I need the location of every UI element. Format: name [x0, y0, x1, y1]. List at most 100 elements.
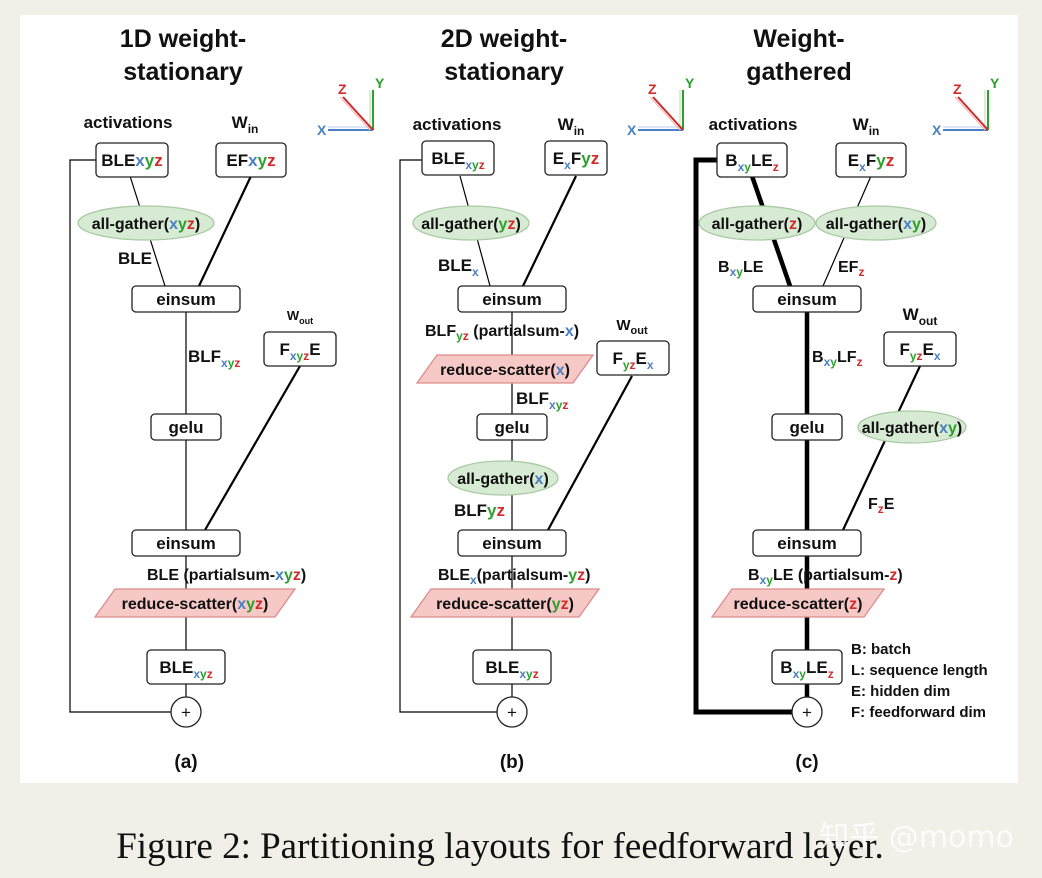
panel-a-einsum-1: [131, 285, 241, 313]
panel-b-win-label: Win​: [558, 115, 585, 138]
panel-a-activations-label: activations: [84, 113, 173, 132]
panel-a-wout-box: [263, 331, 337, 367]
panel-c-activations-box-label: Bxy​LEz​: [725, 151, 778, 174]
panel-b-title: stationary: [444, 58, 564, 86]
panel-c-label: (c): [795, 752, 818, 773]
panel-c-all-gather-activations-label: all-gather(z): [712, 216, 803, 233]
panel-c-all-gather-wout-label: all-gather(xy): [862, 420, 962, 437]
panel-a-add-icon: [170, 696, 202, 728]
panel-b-edge-ble: BLEx​: [438, 256, 479, 279]
panel-a-wout-box-label: Fxyz​E: [279, 340, 320, 363]
panel-b-activations-label: activations: [413, 115, 502, 134]
panel-a-output-box-label: BLExyz​: [159, 658, 212, 681]
panel-c-einsum-2: [752, 529, 862, 557]
panel-c-gelu-label: gelu: [790, 418, 825, 437]
panel-c-win-box-label: Ex​Fyz: [848, 151, 894, 174]
panel-b-output-box-label: BLExyz​: [485, 658, 538, 681]
z-axis-icon: [342, 96, 374, 131]
panel-c-activations-label: activations: [709, 115, 798, 134]
panel-c-edge-efz: EFz​: [838, 259, 864, 279]
z-axis-icon: [652, 96, 684, 131]
panel-b-win-box-label: Ex​Fyz: [553, 149, 599, 172]
panel-b-all-gather-2: [447, 460, 559, 496]
panel-a-win-label: Win​: [232, 113, 259, 136]
panel-a-einsum-1-label: einsum: [156, 290, 216, 309]
panel-a-edge-partialsum: BLE (partialsum-xyz): [147, 567, 306, 584]
panel-c-add-icon-label: +: [802, 703, 812, 722]
panel-b-reduce-scatter-1: [415, 354, 595, 384]
panel-b-add-icon-label: +: [507, 703, 517, 722]
panel-a-residual-line: [69, 159, 171, 713]
panel-b-gelu-label: gelu: [495, 418, 530, 437]
panel-b-reduce-scatter-2: [409, 588, 601, 618]
panel-a-edge-blf: BLFxyz​: [188, 347, 240, 370]
panel-a-all-gather: [77, 205, 215, 241]
panel-a-reduce-scatter-label: reduce-scatter(xyz): [122, 596, 269, 613]
z-axis-shadow-icon: [339, 96, 371, 131]
panel-b-label: (b): [500, 752, 524, 773]
panel-b-all-gather-label: all-gather(yz): [421, 216, 521, 233]
panel-b-wout-edge: [547, 375, 633, 531]
panel-c-activations-box: [716, 142, 788, 178]
x-axis-label: X: [627, 122, 637, 138]
panel-a-gelu-label: gelu: [169, 418, 204, 437]
y-axis-label: Y: [375, 75, 385, 91]
panel-c-edge-bxylfz: Bxy​LFz​: [812, 349, 862, 369]
panel-b-add-icon: [496, 696, 528, 728]
panel-c-wout-edge: [842, 365, 921, 531]
panel-a-edge-ble: BLE: [118, 249, 152, 268]
panel-a-einsum-2-label: einsum: [156, 534, 216, 553]
panel-c-einsum-1: [752, 285, 862, 313]
panel-b-edge-blfyz: BLFyz: [454, 501, 505, 520]
x-axis-label: X: [932, 122, 942, 138]
panel-b-win-box: [544, 140, 608, 176]
panel-a-win-box: [215, 142, 287, 178]
panel-c-all-gather-activations: [698, 205, 816, 241]
panel-c-edge-bxyle: Bxy​LE: [718, 259, 764, 279]
panel-b-reduce-scatter-2-label: reduce-scatter(yz): [436, 596, 574, 613]
x-axis-label: X: [317, 122, 327, 138]
legend-item: F: feedforward dim: [851, 704, 986, 721]
y-axis-label: Y: [685, 75, 695, 91]
panel-c-edge-partialsum: Bxy​LE (partialsum-z): [748, 567, 903, 587]
panel-a-einsum-2: [131, 529, 241, 557]
panel-a-reduce-scatter: [93, 588, 297, 618]
panel-b-wout-label: Wout​: [616, 317, 648, 337]
panel-c-title: gathered: [746, 58, 852, 86]
panel-c-add-icon: [791, 696, 823, 728]
z-axis-label: Z: [953, 81, 962, 97]
panel-c-all-gather-wout: [857, 410, 967, 444]
panel-b-edge-partialsum-x: BLFyz​ (partialsum-x): [425, 323, 579, 343]
z-axis-icon: [957, 96, 989, 131]
panel-b-all-gather: [412, 205, 530, 241]
panel-a-gelu: [150, 413, 222, 441]
panel-a-output-box: [146, 649, 226, 685]
panel-b-einsum-2: [457, 529, 567, 557]
panel-c-reduce-scatter: [710, 588, 886, 618]
panel-c-win-label: Win​: [853, 115, 880, 138]
panel-b-gelu: [476, 413, 548, 441]
panel-c-wout-box: [883, 331, 957, 367]
panel-b-title: 2D weight-: [441, 25, 567, 53]
panel-b-wout-box: [596, 340, 670, 376]
panel-b-all-gather-2-label: all-gather(x): [457, 471, 549, 488]
panel-b-einsum-1: [457, 285, 567, 313]
legend-item: B: batch: [851, 641, 911, 658]
panel-c-edge-fze: Fz​E: [868, 496, 895, 516]
legend-item: E: hidden dim: [851, 683, 950, 700]
y-axis-label: Y: [990, 75, 1000, 91]
panel-a-all-gather-label: all-gather(xyz): [92, 216, 200, 233]
panel-c-wout-label: Wout​: [903, 305, 938, 328]
watermark: 知乎 @momo: [819, 820, 1014, 855]
panel-c-wout-box-label: Fyz​Ex​: [899, 340, 940, 363]
panel-c-title: Weight-: [753, 25, 844, 53]
panel-b-edge-blfxyz: BLFxyz​: [516, 389, 568, 412]
panel-a-title: 1D weight-: [120, 25, 246, 53]
z-axis-label: Z: [648, 81, 657, 97]
panel-c-reduce-scatter-label: reduce-scatter(z): [734, 596, 863, 613]
panel-a-label: (a): [174, 752, 197, 773]
panel-c-all-gather-win: [815, 205, 937, 241]
panel-a-title: stationary: [123, 58, 243, 86]
